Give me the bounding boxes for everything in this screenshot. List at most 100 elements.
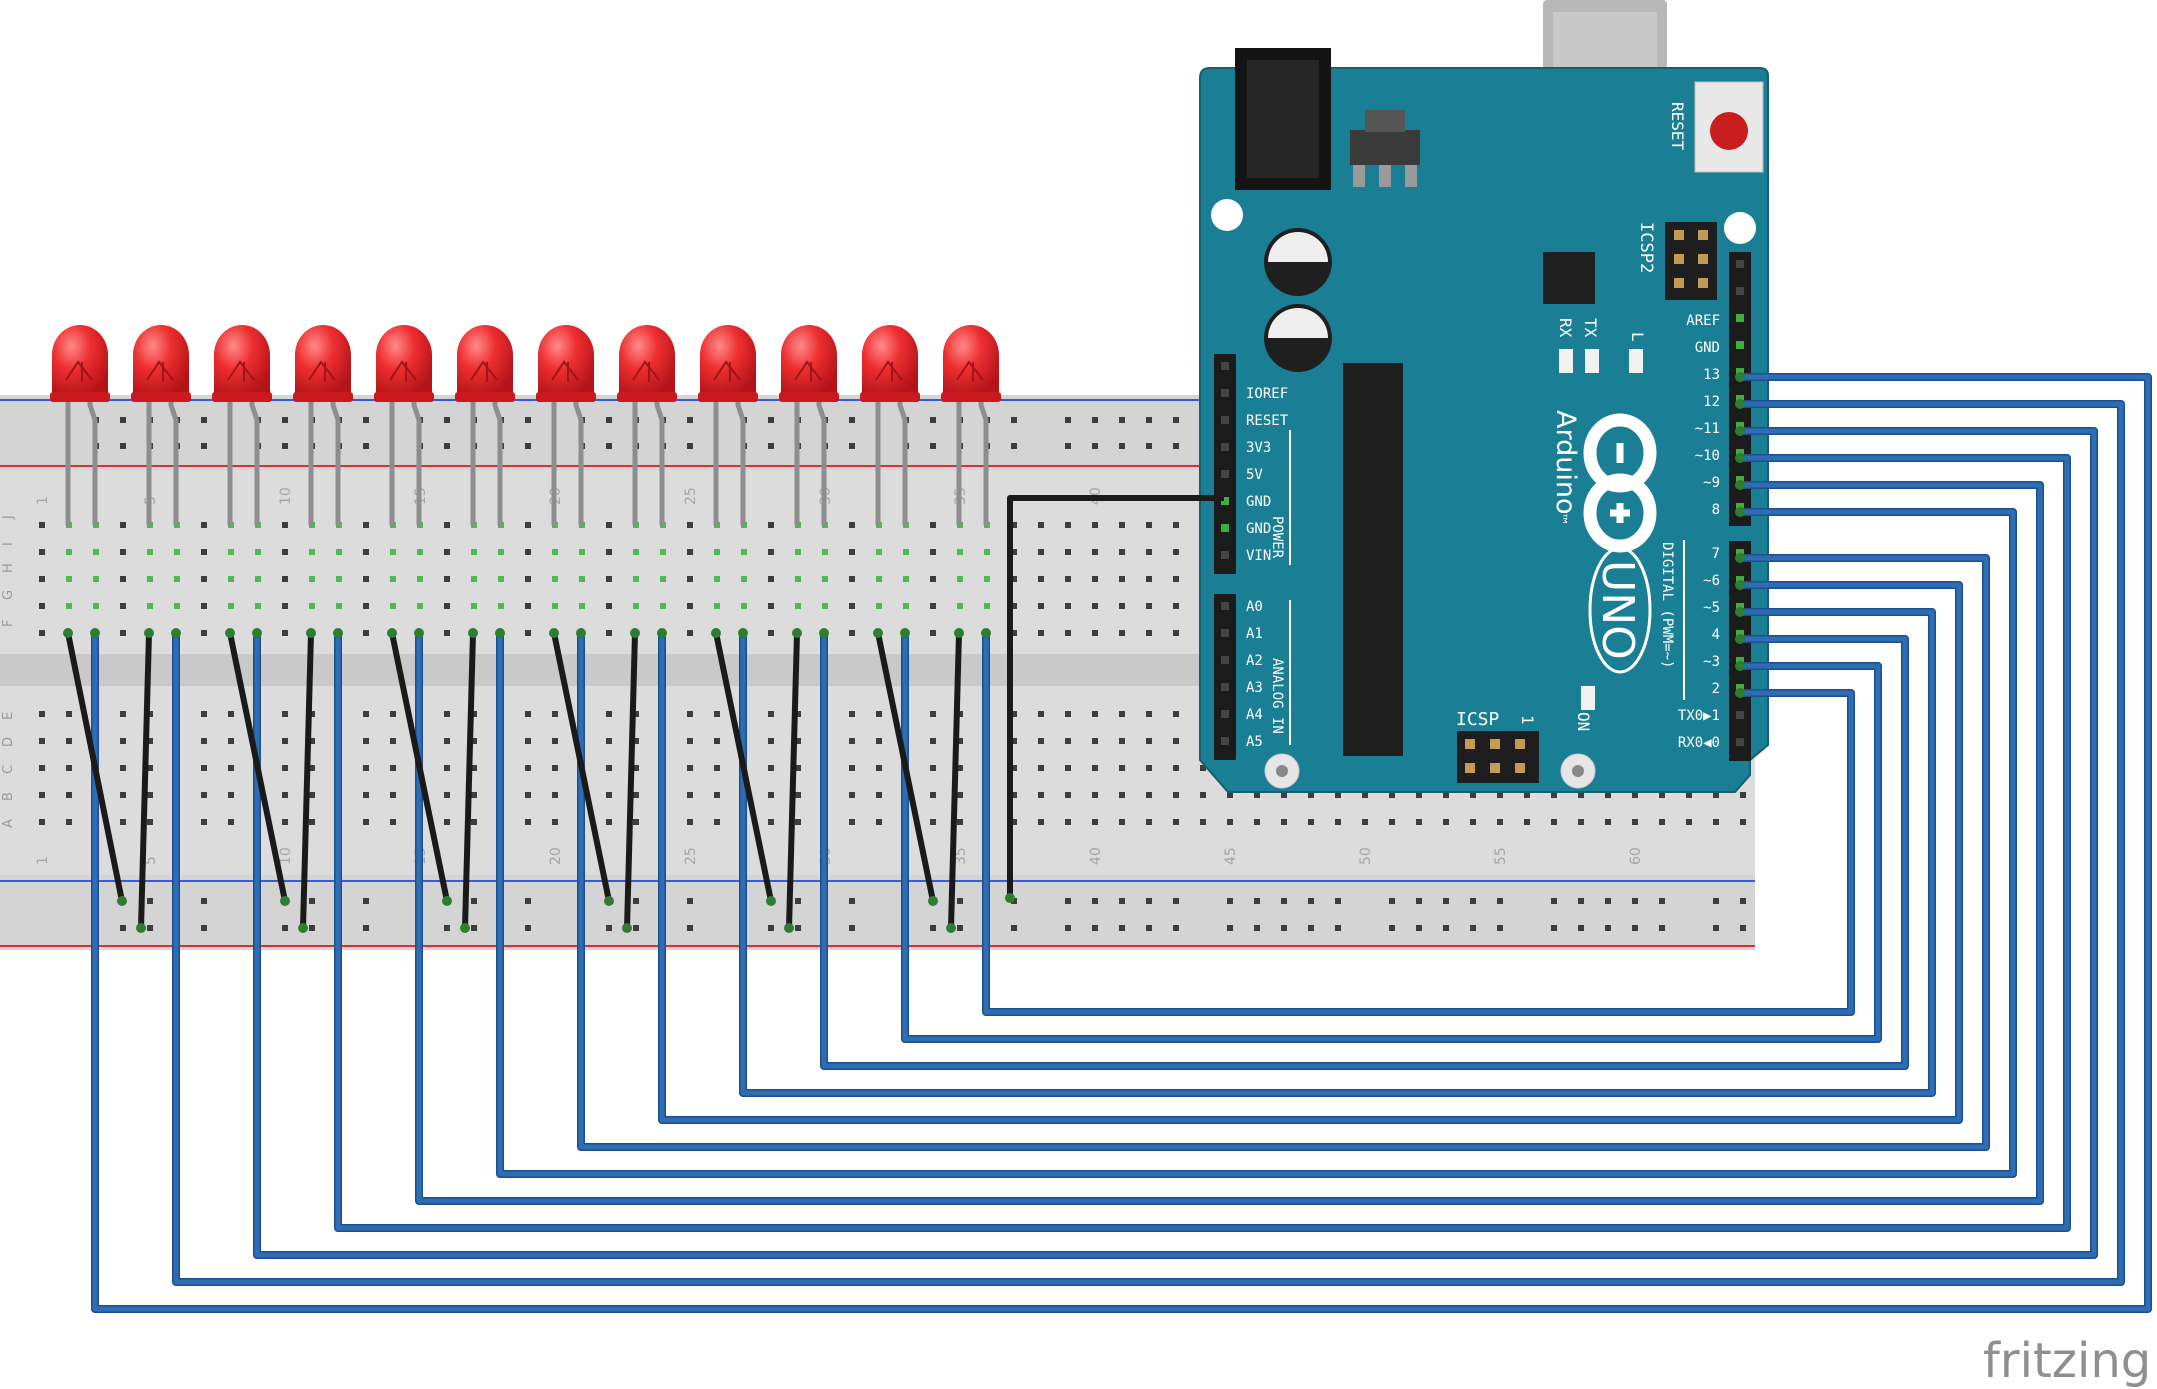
icsp-header bbox=[1457, 731, 1539, 783]
capacitor-top bbox=[1268, 232, 1328, 262]
header-pin bbox=[1490, 739, 1500, 749]
hole bbox=[309, 549, 315, 555]
rail-hole bbox=[606, 417, 612, 423]
rail-hole bbox=[1092, 898, 1098, 904]
wire-end bbox=[144, 628, 154, 638]
hole bbox=[687, 549, 693, 555]
header-pin bbox=[1221, 629, 1229, 637]
column-number: 1 bbox=[35, 496, 51, 505]
reset-label: RESET bbox=[1668, 102, 1687, 151]
hole bbox=[1173, 711, 1179, 717]
hole bbox=[1119, 738, 1125, 744]
rail-hole bbox=[120, 443, 126, 449]
wire-end bbox=[442, 896, 452, 906]
wire-end bbox=[792, 628, 802, 638]
rail-hole bbox=[1227, 925, 1233, 931]
hole bbox=[795, 819, 801, 825]
column-number: 55 bbox=[1493, 847, 1509, 865]
hole bbox=[390, 549, 396, 555]
hole bbox=[444, 765, 450, 771]
hole bbox=[66, 711, 72, 717]
hole bbox=[390, 603, 396, 609]
led-body bbox=[214, 325, 270, 395]
wire-end bbox=[657, 628, 667, 638]
rail-hole bbox=[525, 925, 531, 931]
column-number: 5 bbox=[143, 856, 159, 865]
led-rim bbox=[212, 392, 272, 402]
hole bbox=[1146, 630, 1152, 636]
l-led-label: L bbox=[1628, 332, 1647, 342]
hole bbox=[390, 765, 396, 771]
wire-end bbox=[414, 628, 424, 638]
led-die bbox=[308, 360, 336, 382]
hole bbox=[1038, 603, 1044, 609]
rail-hole bbox=[1443, 925, 1449, 931]
hole bbox=[93, 549, 99, 555]
wire-end bbox=[468, 628, 478, 638]
hole bbox=[579, 549, 585, 555]
rail-hole bbox=[768, 443, 774, 449]
hole bbox=[903, 576, 909, 582]
rail-hole bbox=[1119, 925, 1125, 931]
rail-hole bbox=[1065, 417, 1071, 423]
rail-hole bbox=[1605, 898, 1611, 904]
hole bbox=[849, 819, 855, 825]
pin-label: 13 bbox=[1703, 367, 1720, 383]
rail-hole bbox=[444, 443, 450, 449]
hole bbox=[498, 576, 504, 582]
rail-hole bbox=[930, 417, 936, 423]
hole bbox=[930, 549, 936, 555]
rail-hole bbox=[1389, 925, 1395, 931]
hole bbox=[1605, 792, 1611, 798]
hole bbox=[147, 738, 153, 744]
hole bbox=[1119, 630, 1125, 636]
hole bbox=[363, 576, 369, 582]
hole bbox=[1173, 576, 1179, 582]
hole bbox=[363, 765, 369, 771]
ground-wire bbox=[551, 630, 612, 904]
led-die bbox=[551, 360, 579, 382]
rail-hole bbox=[1254, 925, 1260, 931]
hole bbox=[1146, 576, 1152, 582]
hole bbox=[120, 522, 126, 528]
hole bbox=[930, 576, 936, 582]
led-body bbox=[376, 325, 432, 395]
hole bbox=[39, 522, 45, 528]
hole bbox=[1011, 765, 1017, 771]
hole bbox=[1551, 792, 1557, 798]
hole bbox=[795, 711, 801, 717]
ground-wire bbox=[624, 630, 638, 931]
hole bbox=[768, 792, 774, 798]
rail-hole bbox=[120, 925, 126, 931]
pin-label: 2 bbox=[1712, 681, 1720, 697]
rail-hole bbox=[282, 417, 288, 423]
led-body bbox=[133, 325, 189, 395]
arduino-board bbox=[1199, 67, 1769, 793]
wire-end bbox=[387, 628, 397, 638]
led-die bbox=[65, 360, 93, 382]
hole bbox=[1632, 819, 1638, 825]
hole bbox=[174, 549, 180, 555]
hole bbox=[390, 792, 396, 798]
rail-hole bbox=[1119, 898, 1125, 904]
hole bbox=[147, 711, 153, 717]
hole bbox=[957, 576, 963, 582]
wire-end bbox=[1735, 372, 1745, 382]
hole bbox=[1470, 819, 1476, 825]
hole bbox=[444, 819, 450, 825]
hole bbox=[282, 576, 288, 582]
hole bbox=[714, 792, 720, 798]
rail-hole bbox=[1173, 898, 1179, 904]
rail-hole bbox=[849, 443, 855, 449]
regulator-pin bbox=[1379, 165, 1391, 187]
icsp-label: ICSP bbox=[1456, 709, 1500, 730]
hole bbox=[1038, 738, 1044, 744]
hole bbox=[1038, 792, 1044, 798]
hole bbox=[228, 549, 234, 555]
hole bbox=[1173, 522, 1179, 528]
hole bbox=[768, 738, 774, 744]
hole bbox=[606, 522, 612, 528]
hole bbox=[309, 792, 315, 798]
hole bbox=[417, 549, 423, 555]
